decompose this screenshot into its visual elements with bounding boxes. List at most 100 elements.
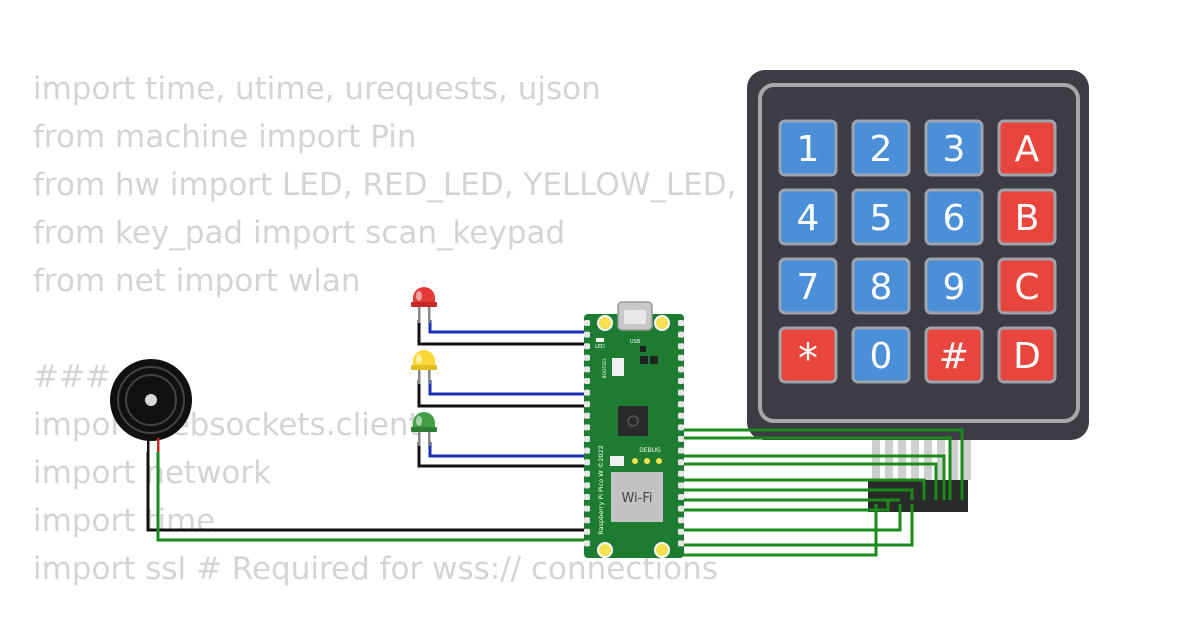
board-pin xyxy=(678,540,684,547)
keypad-key[interactable]: 8 xyxy=(851,257,911,315)
board-pin xyxy=(678,354,684,361)
code-line: import time, utime, urequests, ujson xyxy=(33,71,601,107)
board-pin xyxy=(584,540,590,547)
wifi-module xyxy=(611,472,663,522)
keypad-key[interactable]: 5 xyxy=(851,188,911,246)
board-pin xyxy=(678,366,684,373)
code-line: from key_pad import scan_keypad xyxy=(33,215,566,251)
board-pin xyxy=(584,343,590,350)
keypad-key-label: 5 xyxy=(870,198,893,239)
pico-w-board[interactable]: LED USB BOOTSEL DEBUG Wi-Fi Raspberry Pi… xyxy=(584,301,684,558)
board-pin xyxy=(584,401,590,408)
mount-hole xyxy=(597,315,613,331)
led-label: LED xyxy=(595,344,605,350)
green-led[interactable] xyxy=(411,412,437,446)
wire-black xyxy=(146,452,590,532)
board-pin xyxy=(678,331,684,338)
keypad-key-label: 6 xyxy=(943,198,966,239)
keypad-key[interactable]: * xyxy=(778,326,838,384)
keypad-key[interactable]: 0 xyxy=(851,326,911,384)
board-pin xyxy=(584,436,590,442)
keypad-key[interactable]: 7 xyxy=(778,257,838,315)
board-pin xyxy=(584,378,590,384)
red-led[interactable] xyxy=(411,287,437,323)
mount-hole xyxy=(654,542,670,558)
keypad-key[interactable]: 9 xyxy=(924,257,984,315)
board-pin xyxy=(678,424,684,431)
keypad-key[interactable]: D xyxy=(997,326,1057,384)
code-line: import network xyxy=(33,455,272,491)
yellow-led[interactable] xyxy=(411,350,437,384)
board-pin xyxy=(584,494,590,500)
keypad-key-label: 0 xyxy=(870,336,893,377)
board-pin xyxy=(584,505,590,512)
wire-black xyxy=(417,380,590,408)
keypad-key-label: 8 xyxy=(870,267,893,308)
board-pin xyxy=(678,494,684,500)
rp2040-chip xyxy=(618,406,648,436)
keypad-key[interactable]: # xyxy=(924,326,984,384)
keypad-key-label: 1 xyxy=(797,129,820,170)
board-pin xyxy=(584,354,590,361)
code-line: import websockets.client xyxy=(33,407,421,443)
wire-blue xyxy=(428,380,590,396)
keypad-key-label: B xyxy=(1015,198,1040,239)
board-pin xyxy=(584,331,590,338)
board-pin xyxy=(678,320,684,326)
board-pin xyxy=(584,459,590,466)
board-name-label: Raspberry Pi Pico W ©2022 xyxy=(597,445,605,535)
code-line: from machine import Pin xyxy=(33,119,417,155)
keypad-key-label: 4 xyxy=(797,198,820,239)
keypad-key[interactable]: C xyxy=(997,257,1057,315)
board-pin xyxy=(678,459,684,466)
board-pin xyxy=(678,378,684,384)
wire-black xyxy=(417,320,590,346)
pin-header xyxy=(868,480,968,512)
keypad-key-label: * xyxy=(798,336,818,382)
board-pin xyxy=(678,517,684,524)
board-pin xyxy=(678,528,684,535)
debug-label: DEBUG xyxy=(639,447,661,454)
keypad-key[interactable]: A xyxy=(997,119,1057,177)
code-line: ### xyxy=(33,359,111,395)
buzzer[interactable] xyxy=(110,359,192,454)
board-pin xyxy=(584,412,590,419)
keypad-key[interactable]: B xyxy=(997,188,1057,246)
keypad-key[interactable]: 4 xyxy=(778,188,838,246)
board-pin xyxy=(678,482,684,489)
board-pin xyxy=(584,424,590,431)
board-pin xyxy=(584,389,590,396)
keypad-key[interactable]: 3 xyxy=(924,119,984,177)
board-pin xyxy=(584,320,590,326)
board-pin xyxy=(584,366,590,373)
code-line: import time xyxy=(33,503,216,539)
board-pin xyxy=(584,470,590,477)
mount-hole xyxy=(597,542,613,558)
keypad-key[interactable]: 6 xyxy=(924,188,984,246)
keypad-key[interactable]: 2 xyxy=(851,119,911,177)
board-pin xyxy=(584,482,590,489)
board-pin xyxy=(678,447,684,454)
board-pin xyxy=(678,389,684,396)
board-pin xyxy=(678,343,684,350)
wire-black xyxy=(417,442,590,468)
board-pin xyxy=(678,436,684,442)
wire-blue xyxy=(428,320,590,334)
keypad-key-label: # xyxy=(939,336,969,377)
board-pin xyxy=(678,401,684,408)
board-pin xyxy=(584,517,590,524)
keypad-key-label: 2 xyxy=(870,129,893,170)
keypad-key-label: C xyxy=(1014,267,1039,308)
keypad-wires xyxy=(680,428,964,557)
board-pin xyxy=(678,412,684,419)
keypad-frame xyxy=(758,83,1080,423)
keypad-key[interactable]: 1 xyxy=(778,119,838,177)
usb-label: USB xyxy=(630,339,641,345)
bootsel-button[interactable] xyxy=(612,358,624,376)
board-pin xyxy=(584,447,590,454)
board-pins xyxy=(584,320,684,547)
